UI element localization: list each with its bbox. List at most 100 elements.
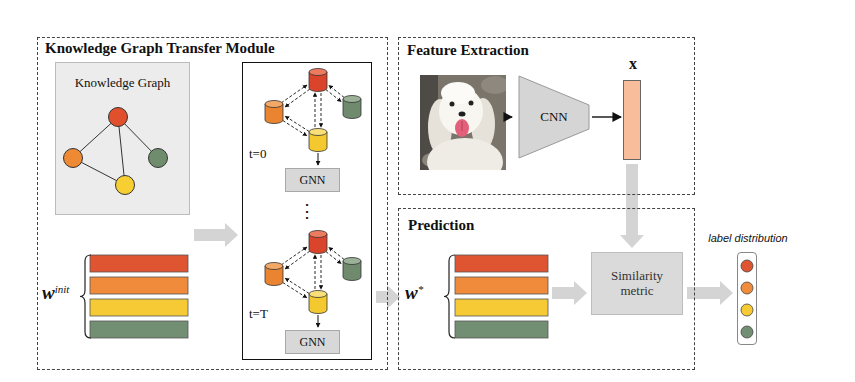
dog-eye <box>469 101 474 106</box>
graph-edge <box>73 117 118 158</box>
dog-tongue-line <box>462 121 463 131</box>
graph-edge <box>73 158 125 185</box>
math-superscript: * <box>418 283 424 295</box>
dog-ear <box>428 99 452 155</box>
class-dot <box>741 304 753 316</box>
dog-photo <box>420 75 506 170</box>
feature-vector: x <box>623 80 641 160</box>
cylinder <box>343 96 361 119</box>
cnn-shape <box>519 76 589 158</box>
box-label: GNN <box>300 335 326 350</box>
panel-title: Prediction <box>408 217 474 234</box>
text-holder: Prediction <box>408 217 474 234</box>
cylinder-body <box>343 99 361 119</box>
block-arrow <box>194 223 238 247</box>
graph-node <box>64 149 83 168</box>
panel-title: Knowledge Graph Transfer Module <box>45 40 275 57</box>
message-arrow <box>285 89 310 107</box>
message-arrow <box>285 116 309 131</box>
weight-bar <box>455 321 548 338</box>
output-vector: label distribution <box>737 252 757 345</box>
graph-node <box>116 176 135 195</box>
message-arrow <box>326 90 341 102</box>
text-holder: w* <box>405 282 423 304</box>
flow-arrow <box>592 116 621 117</box>
class-dot <box>741 260 753 272</box>
message-arrows <box>281 85 344 136</box>
cylinder-body <box>309 132 327 152</box>
weight-bar <box>455 299 548 316</box>
weight-bar <box>90 277 188 294</box>
photo-gravel <box>481 76 506 94</box>
text-holder: t=T <box>249 306 268 322</box>
dog-head <box>439 87 483 135</box>
graph-node <box>109 108 128 127</box>
text-holder: Knowledge Graph <box>56 75 189 91</box>
cylinder <box>309 129 327 152</box>
text-holder: Similarity metric <box>592 253 682 314</box>
math-symbol: w <box>42 282 55 303</box>
text-holder: x <box>612 55 654 73</box>
message-arrow <box>315 93 316 127</box>
panel-title: Feature Extraction <box>407 42 529 59</box>
graph-edge <box>118 117 125 185</box>
cylinder-top <box>309 69 327 76</box>
message-arrow <box>283 121 307 136</box>
time-step: t=0 <box>249 146 266 162</box>
photo-ground <box>420 75 506 170</box>
weight-bar <box>455 255 548 272</box>
text-holder: winit <box>42 282 69 304</box>
text-holder: label distribution <box>693 232 803 244</box>
weight-bars <box>90 255 188 338</box>
dog-tongue <box>455 119 469 137</box>
text-holder: GNN <box>286 331 339 353</box>
weight-bar <box>455 277 548 294</box>
class-dot <box>741 326 753 338</box>
block-arrow <box>552 281 587 305</box>
text-holder: GNN <box>286 169 339 191</box>
cylinder-body <box>265 104 283 124</box>
graph-edge <box>118 117 158 158</box>
cylinder <box>309 69 327 92</box>
cylinder <box>265 101 283 124</box>
distribution-dots <box>741 260 753 338</box>
graph-state <box>265 231 361 328</box>
similarity-box: Similarity metric <box>591 252 683 315</box>
math-superscript: init <box>55 283 70 295</box>
knowledge-graph <box>64 108 168 195</box>
text-holder: Feature Extraction <box>407 42 529 59</box>
block-arrow <box>620 164 644 248</box>
cylinder-body <box>309 72 327 92</box>
box-label: Similarity metric <box>596 269 678 299</box>
block-arrow <box>376 285 400 309</box>
vector-caption: label distribution <box>708 232 788 244</box>
brace <box>444 255 455 338</box>
weight-stack: winit <box>42 255 190 340</box>
text-holder: Knowledge Graph Transfer Module <box>45 40 275 57</box>
module-panel: Knowledge Graph Transfer ModuleKnowledge… <box>37 37 388 370</box>
cnn-block: CNN <box>518 75 590 159</box>
feature-panel: Feature ExtractionCNN x <box>398 37 695 195</box>
flow-arrow <box>507 116 512 117</box>
cylinder-top <box>309 129 327 136</box>
text-holder: CNN <box>518 75 590 159</box>
message-arrow <box>329 86 344 98</box>
block-arrow <box>687 281 733 305</box>
graph-box: Knowledge Graph <box>55 62 190 215</box>
gnn-unroll-box: t=0⋮t=TGNNGNN <box>242 62 372 360</box>
message-arrow <box>281 85 307 103</box>
connector-group <box>194 117 733 309</box>
class-dot <box>741 282 753 294</box>
dog-eye <box>450 102 455 107</box>
math-symbol: x <box>629 55 637 73</box>
message-arrow <box>321 93 322 127</box>
dog-body <box>427 138 503 170</box>
weight-bar <box>90 255 188 272</box>
dog-nose <box>459 112 466 117</box>
box-label: Knowledge Graph <box>75 75 171 91</box>
weight-bar <box>90 299 188 316</box>
graph-state <box>265 69 361 166</box>
gnn-box: GNN <box>285 168 340 192</box>
